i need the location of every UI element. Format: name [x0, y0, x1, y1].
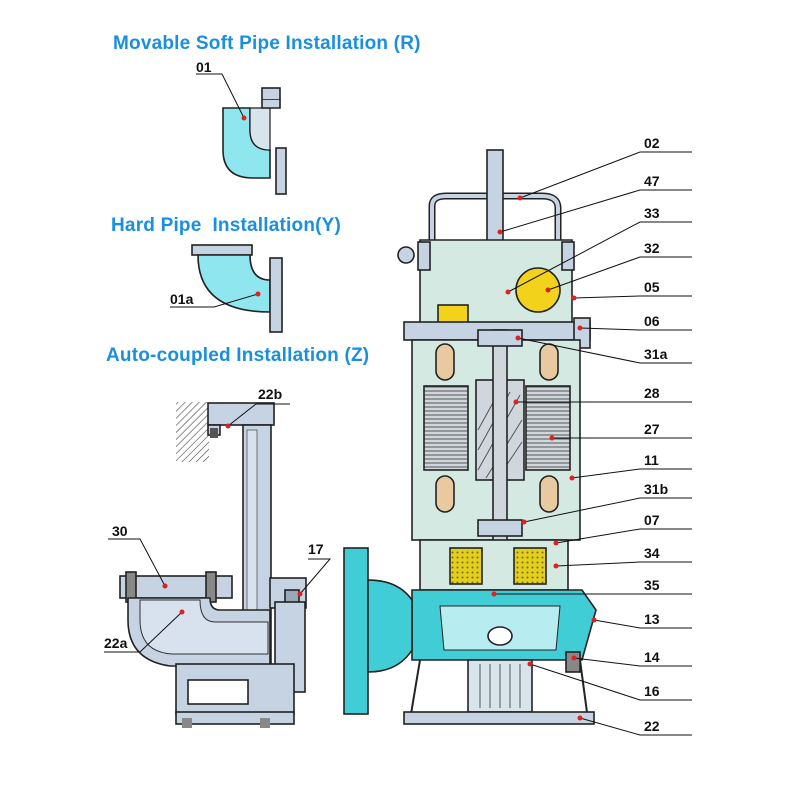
part-label-47: 47	[644, 173, 660, 189]
part-label-06: 06	[644, 313, 660, 329]
soft-pipe-elbow	[222, 87, 287, 195]
part-label-31a: 31a	[644, 346, 668, 362]
part-label-17: 17	[308, 541, 324, 557]
part-label-33: 33	[644, 205, 660, 221]
part-label-05: 05	[644, 279, 660, 295]
pump-cross-section	[343, 149, 597, 725]
part-label-32: 32	[644, 240, 660, 256]
hard-pipe-elbow	[191, 244, 283, 333]
part-label-28: 28	[644, 385, 660, 401]
part-label-22a: 22a	[104, 635, 128, 651]
title-auto-coupled: Auto-coupled Installation (Z)	[106, 345, 370, 366]
part-label-01a: 01a	[170, 291, 194, 307]
part-labels: 01 01a 22b 30 17 22a 02 47 33 32 05 06 3…	[104, 59, 668, 734]
part-label-35: 35	[644, 577, 660, 593]
part-label-13: 13	[644, 611, 660, 627]
part-label-01: 01	[196, 59, 212, 75]
title-soft-pipe: Movable Soft Pipe Installation (R)	[113, 33, 421, 54]
part-label-22b: 22b	[258, 386, 282, 402]
part-label-11: 11	[644, 452, 659, 468]
part-label-31b: 31b	[644, 481, 668, 497]
title-hard-pipe: Hard Pipe Installation(Y)	[111, 215, 342, 236]
part-label-30: 30	[112, 523, 128, 539]
part-label-14: 14	[644, 649, 660, 665]
part-label-34: 34	[644, 545, 660, 561]
part-label-22: 22	[644, 718, 660, 734]
part-label-07: 07	[644, 512, 660, 528]
auto-coupled-assembly	[119, 402, 307, 728]
part-label-16: 16	[644, 683, 660, 699]
part-label-27: 27	[644, 421, 660, 437]
part-label-02: 02	[644, 135, 660, 151]
part-markers	[162, 115, 597, 721]
leader-lines	[104, 73, 692, 736]
